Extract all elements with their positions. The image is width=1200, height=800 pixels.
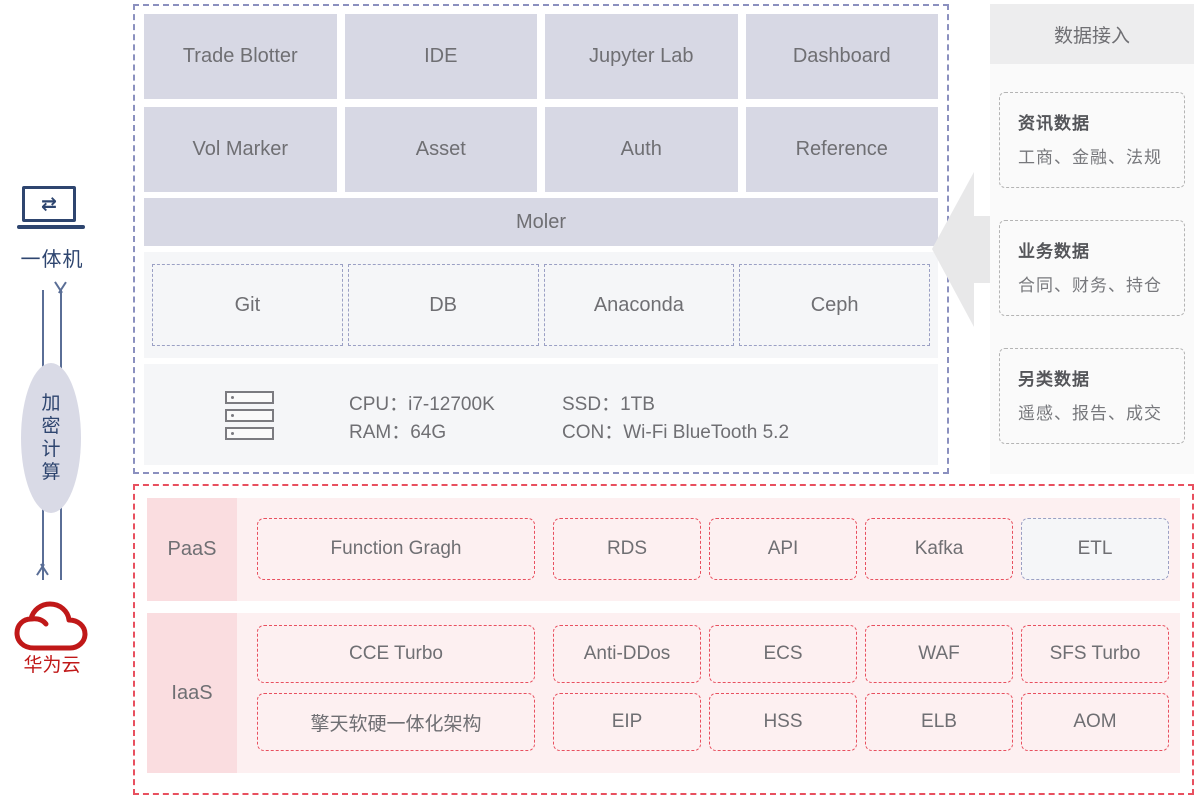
spec-con: CON：Wi-Fi BlueTooth 5.2 xyxy=(562,421,790,443)
server-slot xyxy=(225,427,274,440)
crypto-char-1: 加 xyxy=(41,392,61,414)
ingest-card[interactable]: 资讯数据 工商、金融、法规 xyxy=(999,92,1185,188)
laptop-screen xyxy=(22,186,76,222)
server-led xyxy=(231,432,234,435)
service-tile[interactable]: EIP xyxy=(553,693,701,751)
hardware-spec-list: CPU：i7-12700K SSD：1TB RAM：64G CON：Wi-Fi … xyxy=(349,388,909,444)
spec-ram: RAM：64G xyxy=(349,421,447,443)
service-tile[interactable]: AOM xyxy=(1021,693,1169,751)
ingest-card-subtitle: 遥感、报告、成交 xyxy=(1018,404,1162,423)
iaas-service-list: CCE Turbo Anti-DDos ECS WAF SFS Turbo 擎天… xyxy=(257,613,1170,773)
app-tile[interactable]: Asset xyxy=(344,107,537,192)
cloud-label: 华为云 xyxy=(23,655,81,676)
laptop-base xyxy=(17,225,85,229)
application-grid: Trade Blotter IDE Jupyter Lab Dashboard … xyxy=(144,14,938,192)
infrastructure-band: Git DB Anaconda Ceph xyxy=(144,252,938,358)
ingest-card[interactable]: 业务数据 合同、财务、持仓 xyxy=(999,220,1185,316)
huawei-cloud-section: PaaS Function Gragh RDS API Kafka ETL Ia… xyxy=(133,484,1194,795)
service-tile[interactable]: API xyxy=(709,518,857,580)
cloud-icon xyxy=(14,601,90,653)
bidirectional-exchange-icon: ⇄ xyxy=(41,193,57,215)
arrow-down-icon xyxy=(35,560,50,576)
laptop-icon: ⇄ xyxy=(17,186,85,234)
service-tile[interactable]: ETL xyxy=(1021,518,1169,580)
ingest-card-title: 资讯数据 xyxy=(1018,114,1090,133)
spec-cpu: CPU：i7-12700K xyxy=(349,393,495,415)
iaas-row: IaaS CCE Turbo Anti-DDos ECS WAF SFS Tur… xyxy=(147,613,1180,773)
service-tile[interactable]: SFS Turbo xyxy=(1021,625,1169,683)
ingest-card-subtitle: 工商、金融、法规 xyxy=(1018,148,1162,167)
server-slot xyxy=(225,391,274,404)
spec-ssd: SSD：1TB xyxy=(562,393,655,415)
service-tile[interactable]: ELB xyxy=(865,693,1013,751)
server-slot xyxy=(225,409,274,422)
ingest-card-title: 另类数据 xyxy=(1018,370,1090,389)
service-tile[interactable]: RDS xyxy=(553,518,701,580)
hardware-spec-band: CPU：i7-12700K SSD：1TB RAM：64G CON：Wi-Fi … xyxy=(144,364,938,465)
paas-row: PaaS Function Gragh RDS API Kafka ETL xyxy=(147,498,1180,601)
app-tile[interactable]: Vol Marker xyxy=(144,107,337,192)
app-tile[interactable]: Reference xyxy=(745,107,938,192)
service-tile[interactable]: ECS xyxy=(709,625,857,683)
infra-tile[interactable]: Anaconda xyxy=(543,264,735,346)
infra-tile[interactable]: DB xyxy=(347,264,539,346)
crypto-char-4: 算 xyxy=(41,462,61,484)
ingest-card[interactable]: 另类数据 遥感、报告、成交 xyxy=(999,348,1185,444)
left-rail: ⇄ 一体机 加 密 计 算 华为云 xyxy=(0,0,110,800)
infra-tile[interactable]: Git xyxy=(152,264,343,346)
app-tile[interactable]: Dashboard xyxy=(745,14,938,99)
ingest-card-title: 业务数据 xyxy=(1018,242,1090,261)
service-tile[interactable]: Anti-DDos xyxy=(553,625,701,683)
arrow-left-icon xyxy=(932,172,1002,327)
paas-tier-label: PaaS xyxy=(147,498,237,601)
infra-tile[interactable]: Ceph xyxy=(739,264,930,346)
service-tile[interactable]: CCE Turbo xyxy=(257,625,535,683)
infrastructure-row: Git DB Anaconda Ceph xyxy=(152,264,930,346)
ingest-card-subtitle: 合同、财务、持仓 xyxy=(1018,276,1162,295)
crypto-char-2: 密 xyxy=(41,415,61,437)
data-ingest-panel: 数据接入 资讯数据 工商、金融、法规 业务数据 合同、财务、持仓 另类数据 遥感… xyxy=(990,4,1194,474)
server-led xyxy=(231,396,234,399)
paas-service-list: Function Gragh RDS API Kafka ETL xyxy=(257,498,1170,601)
app-tile[interactable]: Trade Blotter xyxy=(144,14,337,99)
crypto-char-3: 计 xyxy=(41,439,61,460)
service-tile[interactable]: HSS xyxy=(709,693,857,751)
server-led xyxy=(231,414,234,417)
service-tile[interactable]: Kafka xyxy=(865,518,1013,580)
iaas-tier-label: IaaS xyxy=(147,613,237,773)
service-tile[interactable]: Function Gragh xyxy=(257,518,535,580)
platform-bar-moler[interactable]: Moler xyxy=(144,198,938,246)
machine-label: 一体机 xyxy=(20,249,84,271)
server-icon xyxy=(225,391,274,440)
encrypted-compute-badge: 加 密 计 算 xyxy=(21,363,81,513)
app-tile[interactable]: Jupyter Lab xyxy=(545,14,738,99)
service-tile[interactable]: WAF xyxy=(865,625,1013,683)
data-ingest-header: 数据接入 xyxy=(990,4,1194,64)
service-tile[interactable]: 擎天软硬一体化架构 xyxy=(257,693,535,751)
app-tile[interactable]: IDE xyxy=(344,14,537,99)
app-tile[interactable]: Auth xyxy=(545,107,738,192)
